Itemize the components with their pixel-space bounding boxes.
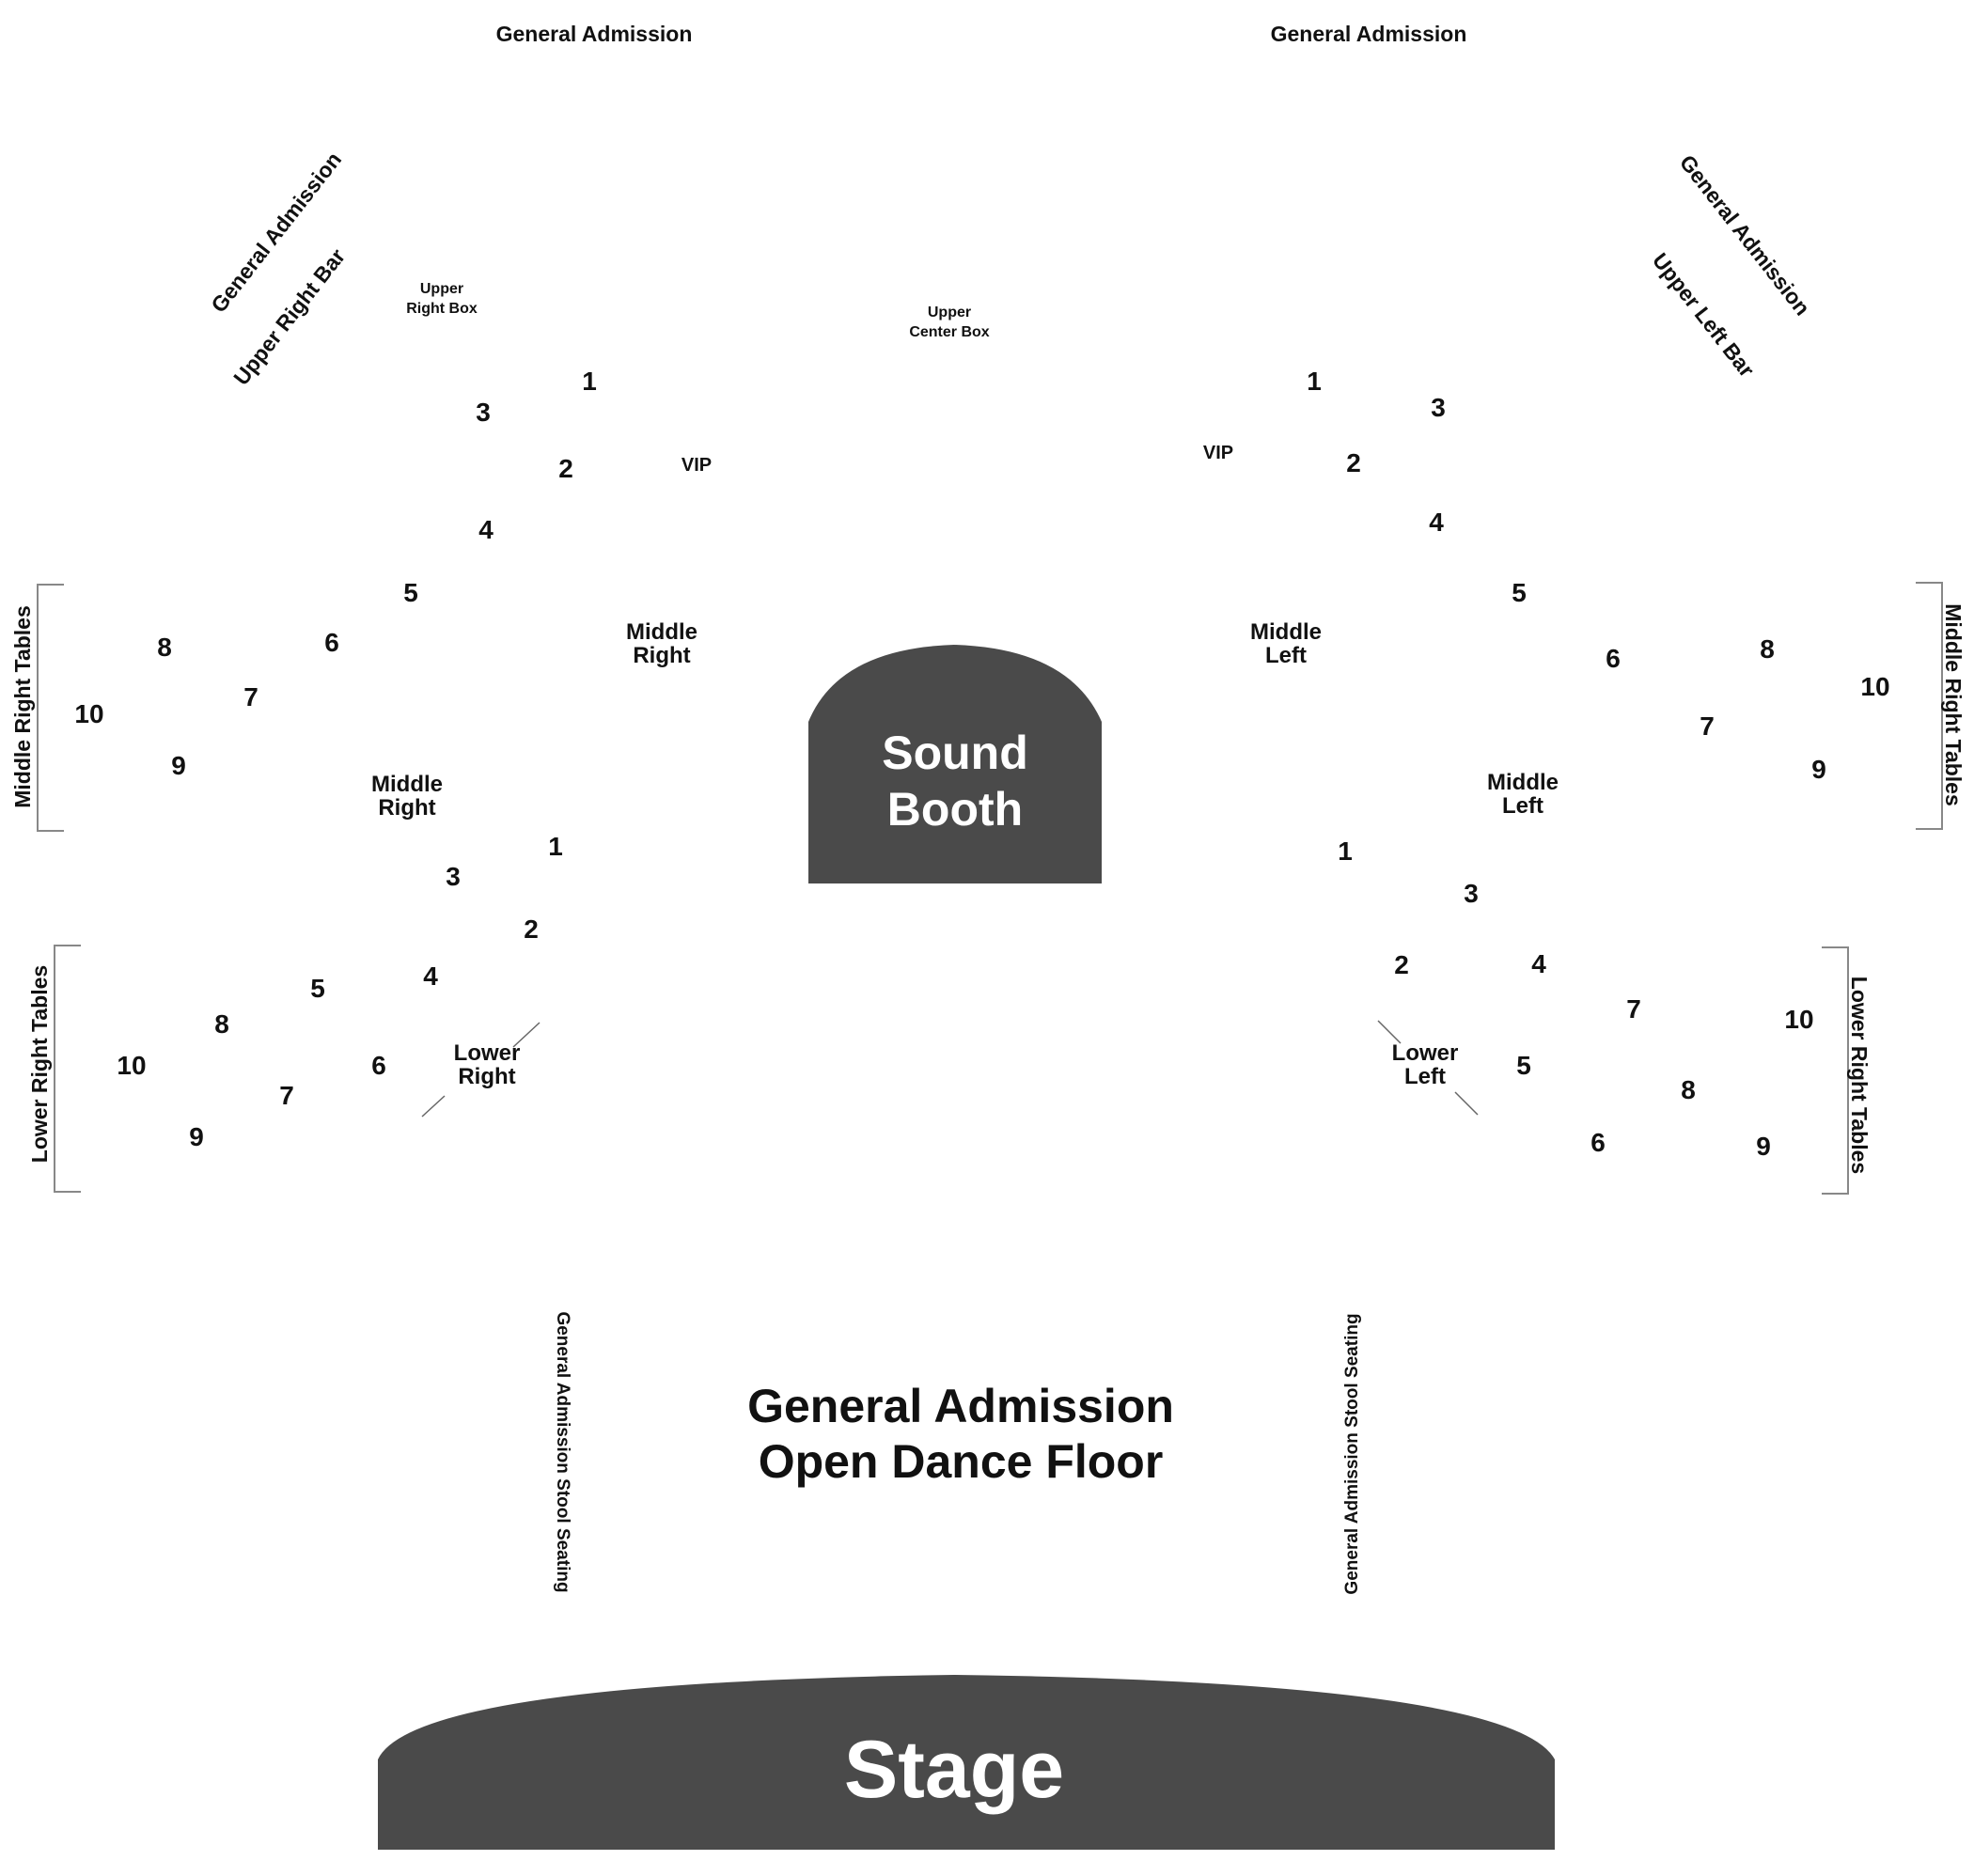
table-number[interactable]: 1	[1338, 836, 1353, 866]
lower-left-section-label-line1[interactable]: Lower	[1392, 1040, 1459, 1066]
lower-right-section-label-line2[interactable]: Right	[458, 1064, 515, 1089]
middle-left-lower-label-line2[interactable]: Left	[1502, 793, 1543, 819]
middle-left-section-label-line2[interactable]: Left	[1265, 643, 1307, 668]
table-number[interactable]: 4	[423, 961, 438, 991]
table-number[interactable]: 10	[117, 1051, 146, 1080]
table-number[interactable]: 6	[324, 628, 339, 657]
table-number[interactable]: 3	[446, 862, 461, 891]
sound-booth-label-line1[interactable]: Sound	[882, 727, 1028, 779]
stage-label[interactable]: Stage	[844, 1725, 1064, 1815]
table-number[interactable]: 10	[74, 699, 103, 728]
table-number[interactable]: 6	[1590, 1128, 1606, 1157]
vip-label-right[interactable]: VIP	[1203, 443, 1233, 463]
table-number[interactable]: 7	[1700, 711, 1715, 741]
stool-seating-left-label[interactable]: General Admission Stool Seating	[553, 1311, 572, 1592]
table-number[interactable]: 3	[1464, 879, 1479, 908]
table-number[interactable]: 9	[171, 751, 186, 780]
table-number[interactable]: 5	[403, 578, 418, 607]
table-number[interactable]: 2	[524, 915, 539, 944]
table-number[interactable]: 3	[1431, 393, 1446, 422]
dance-floor-label-line1[interactable]: General Admission	[747, 1380, 1174, 1432]
table-number[interactable]: 2	[558, 454, 573, 483]
table-number[interactable]: 7	[243, 682, 258, 711]
table-number[interactable]: 8	[1760, 634, 1775, 664]
sound-booth-shape	[808, 645, 1102, 883]
table-number[interactable]: 10	[1860, 672, 1889, 701]
table-number[interactable]: 9	[1756, 1132, 1771, 1161]
dance-floor-label-line2[interactable]: Open Dance Floor	[759, 1435, 1164, 1488]
lower-tables-right-label[interactable]: Lower Right Tables	[1847, 977, 1872, 1174]
upper-left-bar-label[interactable]: Upper Left Bar	[1648, 248, 1760, 382]
middle-left-lower-label-line1[interactable]: Middle	[1487, 770, 1559, 795]
table-number[interactable]: 1	[1307, 367, 1322, 396]
lower-tables-left-bracket	[54, 945, 81, 1193]
table-number[interactable]: 8	[214, 1009, 229, 1039]
general-admission-top-left[interactable]: General Admission	[496, 22, 693, 46]
table-number[interactable]: 4	[478, 515, 494, 544]
middle-left-section-label-line1[interactable]: Middle	[1250, 619, 1322, 645]
middle-tables-right-label[interactable]: Middle Right Tables	[1941, 603, 1966, 806]
table-number[interactable]: 10	[1784, 1005, 1813, 1034]
lower-left-divider-top	[1377, 1020, 1402, 1044]
table-number[interactable]: 9	[1811, 755, 1826, 784]
upper-center-box-label-line2[interactable]: Center Box	[909, 324, 989, 340]
table-number[interactable]: 4	[1531, 949, 1546, 978]
lower-right-divider-bottom	[421, 1095, 446, 1118]
general-admission-upper-left-diagonal[interactable]: General Admission	[206, 148, 346, 318]
middle-tables-left-bracket	[37, 584, 64, 832]
lower-right-section-label-line1[interactable]: Lower	[454, 1040, 521, 1066]
general-admission-top-right[interactable]: General Admission	[1271, 22, 1467, 46]
middle-tables-right-bracket	[1916, 582, 1943, 830]
lower-tables-left-label[interactable]: Lower Right Tables	[27, 965, 52, 1163]
table-number[interactable]: 7	[279, 1081, 294, 1110]
table-number[interactable]: 5	[310, 974, 325, 1003]
table-number[interactable]: 5	[1512, 578, 1527, 607]
upper-center-box-label-line1[interactable]: Upper	[928, 305, 971, 320]
middle-right-section-label-line2[interactable]: Right	[633, 643, 690, 668]
table-number[interactable]: 1	[582, 367, 597, 396]
table-number[interactable]: 6	[1606, 644, 1621, 673]
vip-label-left[interactable]: VIP	[682, 455, 712, 476]
table-number[interactable]: 7	[1626, 994, 1641, 1024]
lower-left-section-label-line2[interactable]: Left	[1404, 1064, 1446, 1089]
upper-right-box-label-line2[interactable]: Right Box	[406, 301, 478, 317]
table-number[interactable]: 3	[476, 398, 491, 427]
lower-right-divider-top	[512, 1022, 540, 1048]
upper-right-box-label-line1[interactable]: Upper	[420, 281, 463, 297]
lower-left-divider-bottom	[1454, 1091, 1479, 1116]
middle-right-section-label-line1[interactable]: Middle	[626, 619, 697, 645]
middle-tables-left-label[interactable]: Middle Right Tables	[10, 605, 35, 808]
table-number[interactable]: 1	[548, 832, 563, 861]
sound-booth-label-line2[interactable]: Booth	[887, 783, 1023, 836]
table-number[interactable]: 5	[1516, 1051, 1531, 1080]
table-number[interactable]: 8	[157, 633, 172, 662]
table-number[interactable]: 4	[1429, 508, 1444, 537]
table-number[interactable]: 2	[1346, 448, 1361, 477]
stage-shape	[378, 1675, 1555, 1850]
middle-right-lower-label-line1[interactable]: Middle	[371, 772, 443, 797]
stool-seating-right-label[interactable]: General Admission Stool Seating	[1342, 1313, 1362, 1594]
table-number[interactable]: 6	[371, 1051, 386, 1080]
middle-right-lower-label-line2[interactable]: Right	[378, 795, 435, 821]
lower-tables-right-bracket	[1822, 946, 1849, 1195]
table-number[interactable]: 8	[1681, 1075, 1696, 1104]
table-number[interactable]: 9	[189, 1122, 204, 1151]
table-number[interactable]: 2	[1394, 950, 1409, 979]
